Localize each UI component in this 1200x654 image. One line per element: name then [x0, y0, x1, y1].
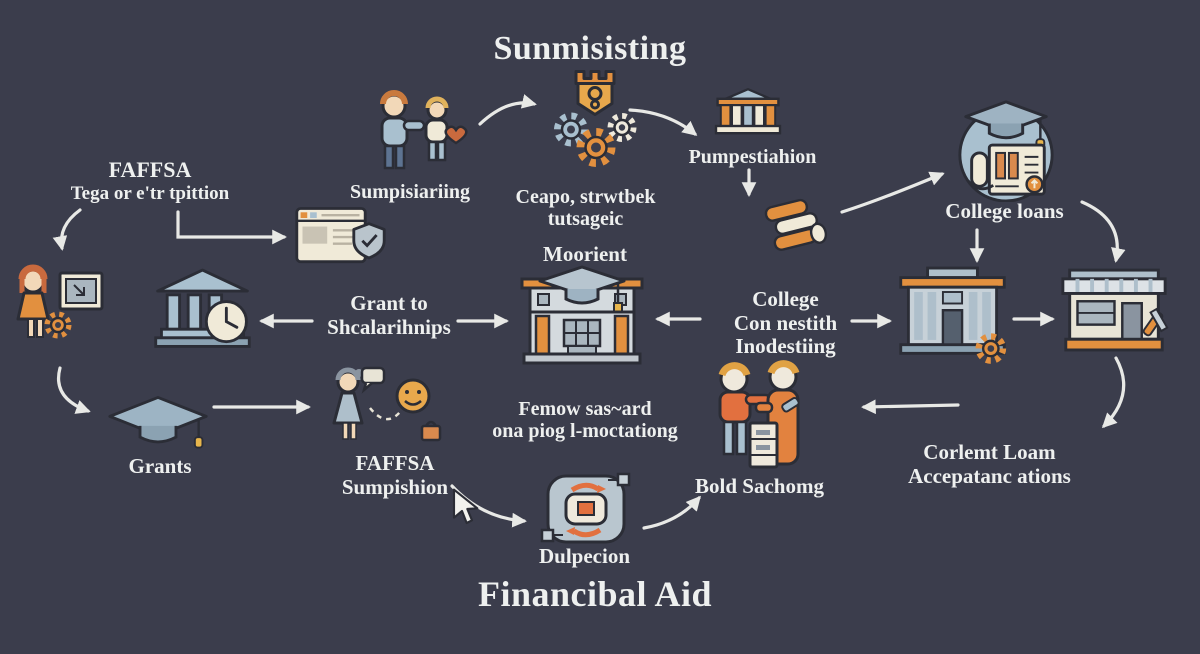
- pumpest-label: Pumpestiahion: [688, 146, 817, 168]
- grant-line1: Grant to: [350, 291, 428, 315]
- campus-gear-building-icon: [895, 263, 1010, 367]
- top-title: Sunmisisting: [493, 30, 687, 67]
- money-roll-icon: [756, 192, 836, 266]
- graduation-cap-icon: [106, 394, 210, 452]
- ceapo-line2: tutsageic: [547, 208, 624, 231]
- student-photo-gear-icon: [2, 255, 114, 361]
- bottom-title: Financibal Aid: [477, 574, 713, 614]
- people-donation-box-icon: [698, 360, 816, 474]
- college-connect-line1: College: [752, 287, 819, 311]
- grant-line2: Shcalarihnips: [327, 314, 451, 339]
- grants-label: Grants: [128, 454, 192, 478]
- college-connect-line2: Con nestith: [733, 310, 838, 335]
- arrow-fafsa-to-student: [52, 208, 82, 251]
- moorient-label: Moorient: [543, 242, 627, 266]
- fafsa-info-title: FAFFSA: [108, 157, 192, 182]
- school-building-icon: [708, 84, 788, 144]
- arrow-students-to-gears: [478, 94, 537, 126]
- fafsa-info-label: FAFFSA Tega or e'tr tpittion: [30, 157, 270, 204]
- gears-badge-icon: [545, 64, 645, 172]
- diploma-circle-icon: [952, 96, 1060, 202]
- femow-label: Femow sas~ard ona piog l-moctationg: [475, 398, 695, 443]
- ceapo-line1: Ceapo, strwtbek: [515, 186, 656, 208]
- cursor-pointer-icon: [450, 488, 482, 526]
- femow-line2: ona piog l-moctationg: [492, 420, 678, 443]
- college-building-icon: [512, 262, 652, 368]
- bold-sachomg-label: Bold Sachomg: [695, 474, 824, 498]
- college-connect-label: College Con nestith Inodestiing: [698, 287, 873, 359]
- arrow-loan-to-people: [861, 399, 960, 415]
- college-connect-line3: Inodestiing: [735, 334, 836, 359]
- fafsa-submission-label: FAFFSA Sumpishion: [320, 451, 470, 499]
- browser-shield-icon: [293, 204, 388, 270]
- grant-scholarships-label: Grant to Shcalarihnips: [303, 291, 475, 339]
- arrow-student-to-cap: [57, 366, 91, 414]
- bank-clock-icon: [150, 265, 255, 361]
- students-label: Sumpisiariing: [349, 181, 471, 203]
- current-loan-line1: Corlemt Loam: [923, 440, 1056, 464]
- current-loan-label: Corlemt Loam Accepatanc ations: [882, 440, 1097, 488]
- arrow-flow-to-sachomg: [642, 495, 701, 530]
- arrow-store-to-loan: [1101, 356, 1126, 429]
- store-tools-icon: [1058, 266, 1170, 356]
- fafsa-submission-line1: FAFFSA: [355, 451, 435, 475]
- dulpecion-label: Dulpecion: [538, 544, 630, 568]
- femow-line1: Femow sas~ard: [518, 398, 652, 420]
- arrow-fafsa-to-browser: [176, 210, 287, 245]
- current-loan-line2: Accepatanc ations: [908, 463, 1071, 488]
- advisor-smiley-icon: [318, 366, 450, 452]
- students-icon: [362, 90, 472, 182]
- fafsa-submission-line2: Sumpishion: [341, 474, 449, 499]
- fafsa-info-subtitle: Tega or e'tr tpittion: [70, 182, 230, 204]
- process-flow-icon: [530, 472, 642, 548]
- ceapo-label: Ceapo, strwtbek tutsageic: [478, 186, 693, 231]
- arrow-loans-to-store: [1080, 200, 1126, 263]
- college-loans-label: College loans: [945, 199, 1064, 223]
